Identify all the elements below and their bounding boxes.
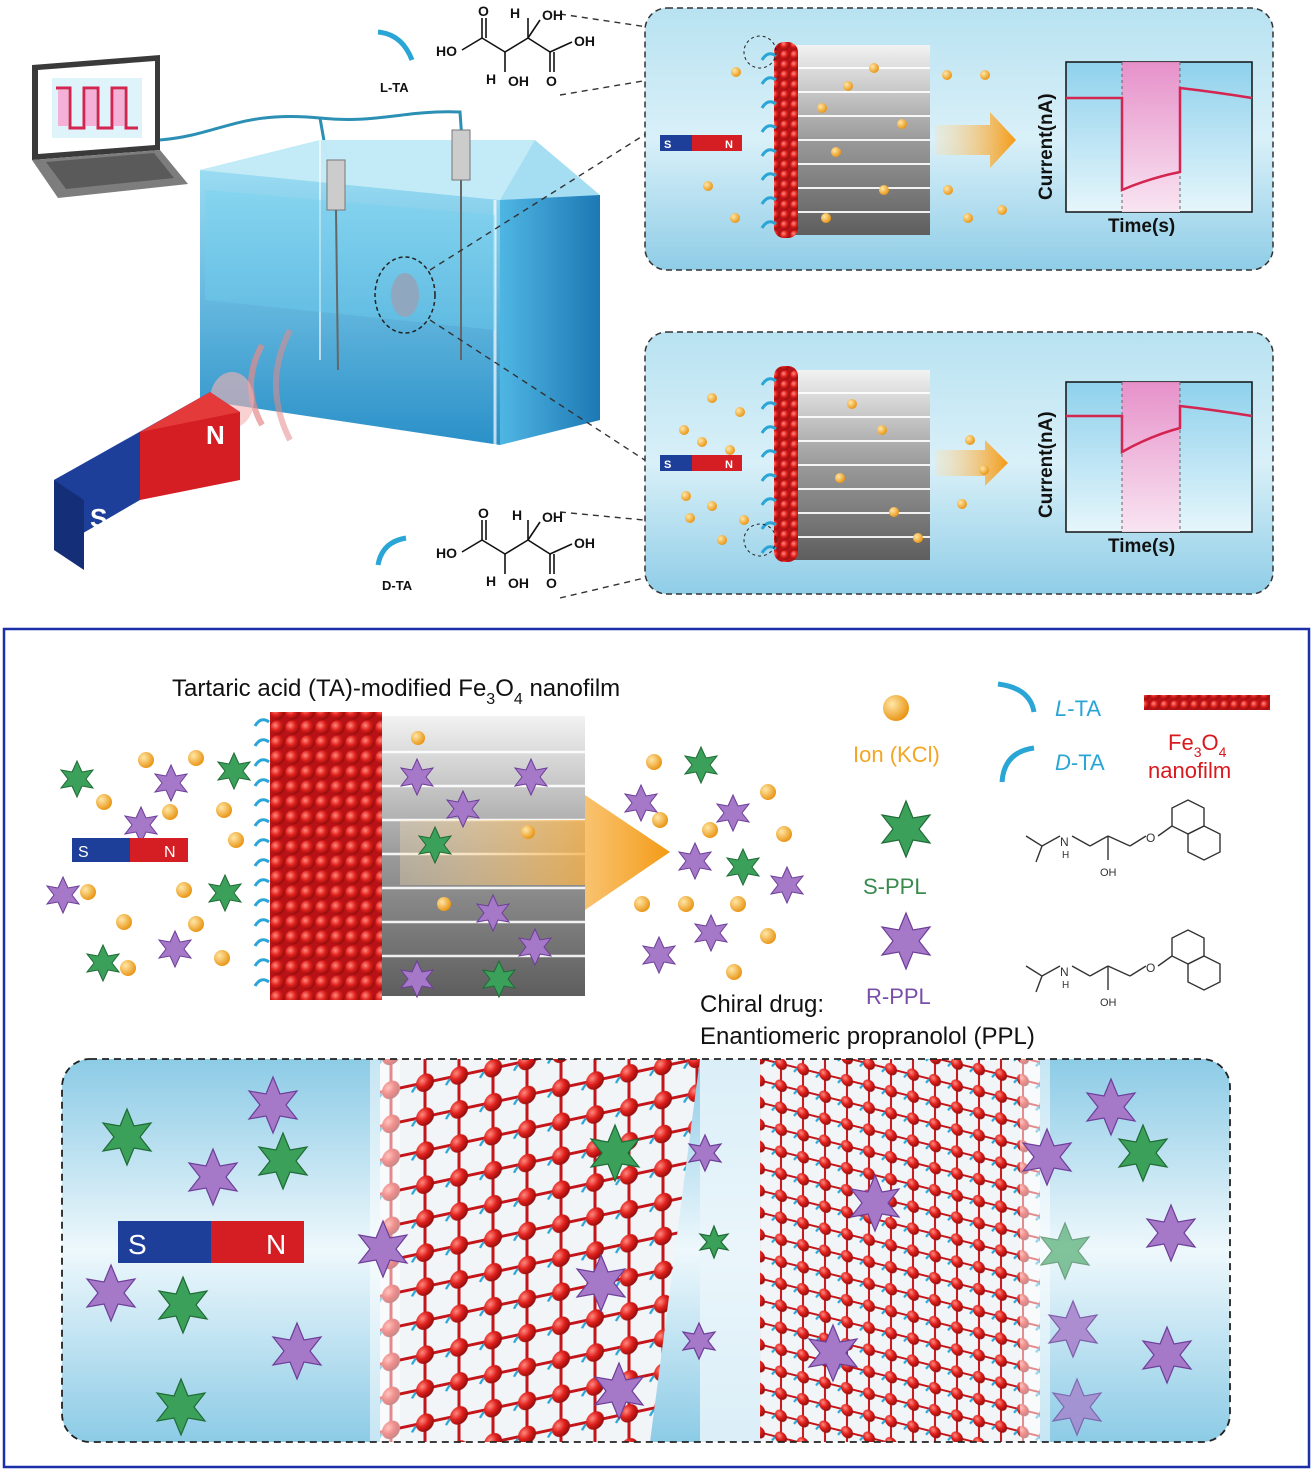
d-ta-label: D-TA <box>382 578 413 593</box>
lower-magnet-n: N <box>266 1229 286 1260</box>
mol2-o: O <box>1146 961 1155 975</box>
chem-oh-d2: OH <box>508 575 529 591</box>
chem-oh-2: OH <box>508 73 529 89</box>
chem-h-2: H <box>486 71 496 87</box>
chem-oh-3: OH <box>574 33 595 49</box>
ions-lower <box>679 393 989 545</box>
ions-upper <box>703 63 1007 223</box>
legend-s-ppl: S-PPL <box>863 874 927 899</box>
current-plot-upper: Current(nA) Time(s) <box>1036 61 1253 237</box>
flow-arrow-2 <box>935 440 1008 486</box>
legend-d-ta: D-TA <box>1055 750 1105 775</box>
lower-magnet-s: S <box>128 1229 147 1260</box>
nanochannel-stack <box>743 35 930 238</box>
mol1-oh: OH <box>1100 867 1117 879</box>
chem-h-d2: H <box>486 573 496 589</box>
mol2-h: H <box>1062 980 1069 991</box>
mol1-n: N <box>1060 835 1069 849</box>
chem-h-1: H <box>510 5 520 21</box>
big-flow-arrow <box>400 795 670 910</box>
legend: Ion (KCl) L-TA D-TA Fe3O4 nanofilm S-PPL… <box>853 681 1270 1009</box>
chem-ho: HO <box>436 43 457 59</box>
mini-magnet-n: N <box>725 139 733 151</box>
chem-o-d2: O <box>546 575 557 591</box>
ion-icon <box>883 695 909 721</box>
propranolol-structure-2 <box>1025 929 1221 993</box>
nanochannel-stack-2 <box>743 366 930 562</box>
panel-lower: S N <box>644 331 1274 595</box>
current-plot-lower: Current(nA) Time(s) <box>1036 381 1253 557</box>
panel-upper: S N <box>644 7 1274 271</box>
chem-o-d1: O <box>478 505 489 521</box>
bottom-magnet: S N <box>72 838 188 862</box>
s-ppl-icon <box>880 799 932 859</box>
mol1-o: O <box>1146 831 1155 845</box>
legend-nanofilm: nanofilm <box>1148 758 1231 783</box>
legend-l-ta: L-TA <box>1055 696 1101 721</box>
magnet-n-label: N <box>206 420 225 450</box>
chem-oh-d1: OH <box>542 509 563 525</box>
lower-3d-panel: S N <box>61 1058 1231 1443</box>
lower-magnet: S N <box>118 1221 304 1263</box>
bar-magnet: S N <box>54 392 240 570</box>
plot-upper-xlabel: Time(s) <box>1108 216 1175 237</box>
mol1-h: H <box>1062 850 1069 861</box>
bottom-magnet-s: S <box>78 844 89 861</box>
d-ta-icon <box>375 535 407 566</box>
plot-upper-ylabel: Current(nA) <box>1036 93 1057 200</box>
chem-ho-d: HO <box>436 545 457 561</box>
mini-magnet-s-2: S <box>664 459 671 471</box>
chem-o-2: O <box>546 73 557 89</box>
chem-oh-1: OH <box>542 7 563 23</box>
mini-magnet-n-2: N <box>725 459 733 471</box>
legend-ion: Ion (KCl) <box>853 742 940 767</box>
legend-fe3o4: Fe3O4 <box>1168 730 1227 760</box>
d-ta-structure: D-TA HO O H OH H OH O OH <box>375 505 595 593</box>
chem-o-1: O <box>478 3 489 19</box>
chem-oh-d3: OH <box>574 535 595 551</box>
chiral-drug-line1: Chiral drug: <box>700 991 824 1018</box>
ta-ligands <box>253 718 270 987</box>
laptop-icon <box>32 55 188 198</box>
l-ta-icon <box>377 29 415 61</box>
nanofilm-title: Tartaric acid (TA)-modified Fe3O4 nanofi… <box>172 675 620 708</box>
magnet-s-label: S <box>90 503 107 533</box>
plot-lower-xlabel: Time(s) <box>1108 536 1175 557</box>
legend-r-ppl: R-PPL <box>866 984 931 1009</box>
mini-magnet-s: S <box>664 139 671 151</box>
mol2-n: N <box>1060 965 1069 979</box>
bottom-magnet-n: N <box>164 844 176 861</box>
chiral-drug-line2: Enantiomeric propranolol (PPL) <box>700 1023 1035 1050</box>
bottom-particles <box>45 731 805 999</box>
propranolol-structure-1 <box>1025 799 1221 863</box>
fe3o4-legend-icon <box>1144 695 1270 710</box>
flow-arrow <box>935 112 1016 168</box>
mol2-oh: OH <box>1100 997 1117 1009</box>
l-ta-label: L-TA <box>380 80 409 95</box>
plot-lower-ylabel: Current(nA) <box>1036 411 1057 518</box>
l-ta-structure: L-TA HO O H OH H OH O OH <box>377 3 595 95</box>
l-ta-legend-icon <box>997 681 1037 713</box>
nanofilm-schematic <box>253 712 670 1000</box>
apparatus <box>32 55 600 445</box>
r-ppl-icon <box>880 911 932 971</box>
chem-h-d1: H <box>512 507 522 523</box>
d-ta-legend-icon <box>999 745 1035 783</box>
